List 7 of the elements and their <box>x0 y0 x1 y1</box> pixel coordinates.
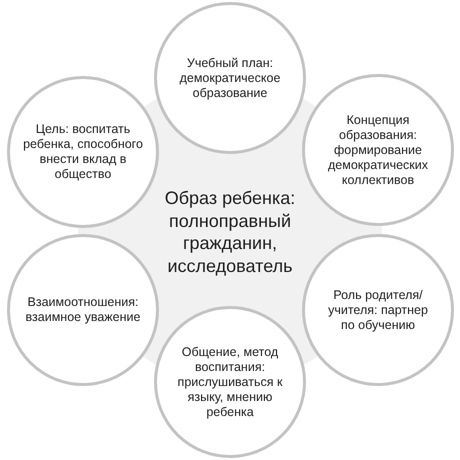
central-text: Образ ребенка: полноправный гражданин, исследователь <box>155 187 305 277</box>
topic-text: Общение, метод воспитания: прислушиваться к языку, мнению ребенка <box>176 344 284 420</box>
topic-text: Концепция образования: формирование демократических коллективов <box>326 112 429 188</box>
topic-text: Роль родителя/учителя: партнер по обучению <box>327 288 429 332</box>
topic-text: Цель: воспитать ребенка, способного внести вклад в общество <box>22 122 144 182</box>
topic-text: Учебный план: демократическое образование <box>178 56 282 100</box>
topic-text: Взаимоотношения: взаимное уважение <box>24 295 142 325</box>
